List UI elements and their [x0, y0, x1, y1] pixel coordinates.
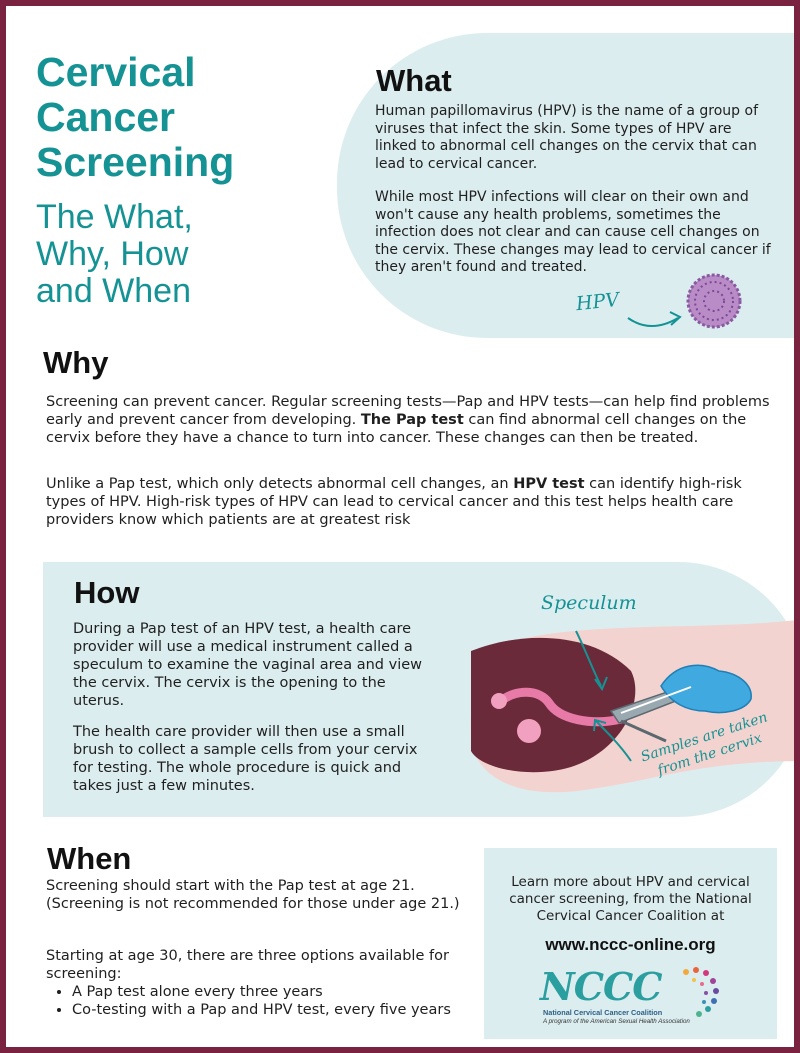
nccc-full-name: National Cervical Cancer Coalition — [543, 1008, 663, 1017]
learn-more-box — [484, 848, 777, 1039]
title-line: Cervical — [36, 49, 196, 95]
speculum-pointer-head — [594, 676, 608, 692]
list-item: A Pap test alone every three years — [72, 983, 476, 1001]
gloved-hand — [660, 664, 752, 714]
when-paragraph: Screening should start with the Pap test… — [46, 878, 460, 912]
website-link[interactable]: www.nccc-online.org — [545, 935, 716, 954]
what-heading: What — [376, 63, 452, 98]
virus-icon — [686, 273, 742, 329]
learn-more-text: Learn more about HPV and cervical cancer… — [509, 874, 752, 924]
screening-options-list: A Pap test alone every three years Co-te… — [46, 983, 476, 1019]
uterus-body — [517, 719, 541, 743]
when-paragraph: Starting at age 30, there are three opti… — [46, 948, 449, 982]
why-text: can find abnormal cell changes on the ce… — [46, 412, 747, 446]
hpv-arrow — [627, 317, 679, 327]
speculum-handle — [620, 719, 667, 743]
virus-detail — [694, 281, 734, 321]
nccc-logo: NCCC — [540, 964, 662, 1009]
title-line: Cancer — [36, 94, 176, 140]
how-paragraph: During a Pap test of an HPV test, a heal… — [73, 621, 423, 709]
pap-test-term: The Pap test — [360, 412, 464, 428]
virus-detail — [703, 290, 725, 312]
subtitle-line: and When — [36, 272, 191, 310]
why-text: Screening can prevent cancer. Regular sc… — [46, 394, 770, 428]
pelvic-exam-illustration — [470, 620, 794, 793]
samples-pointer-head — [593, 718, 607, 732]
why-paragraph: Unlike a Pap test, which only detects ab… — [46, 475, 776, 529]
why-paragraph: Screening can prevent cancer. Regular sc… — [46, 393, 776, 447]
when-heading: When — [47, 841, 132, 876]
how-heading: How — [74, 575, 140, 610]
list-item: Co-testing with a Pap and HPV test, ever… — [72, 1001, 476, 1019]
samples-pointer — [595, 720, 632, 762]
why-heading: Why — [43, 345, 109, 380]
hpv-label: HPV — [574, 288, 621, 316]
hpv-virus-illustration — [627, 273, 742, 329]
ovary — [491, 693, 507, 709]
what-paragraph: Human papillomavirus (HPV) is the name o… — [375, 103, 759, 172]
nccc-logo-dots — [683, 967, 719, 1017]
why-text: can identify high-risk types of HPV. Hig… — [46, 476, 742, 528]
subtitle: The What, Why, How and When — [36, 199, 356, 310]
hpv-arrow-head — [669, 311, 682, 326]
page-title: Cervical Cancer Screening The What, Why,… — [36, 50, 356, 310]
speculum-pointer — [575, 630, 602, 687]
title-line: Screening — [36, 139, 235, 185]
how-paragraph: The health care provider will then use a… — [73, 724, 418, 794]
nccc-tagline: A program of the American Sexual Health … — [543, 1018, 690, 1025]
subtitle-line: The What, — [36, 198, 193, 236]
sampling-brush — [620, 686, 692, 714]
hpv-test-term: HPV test — [513, 476, 585, 492]
subtitle-line: Why, How — [36, 235, 189, 273]
what-paragraph: While most HPV infections will clear on … — [375, 189, 771, 275]
speculum-label: Speculum — [541, 592, 637, 614]
why-text: Unlike a Pap test, which only detects ab… — [46, 476, 514, 492]
